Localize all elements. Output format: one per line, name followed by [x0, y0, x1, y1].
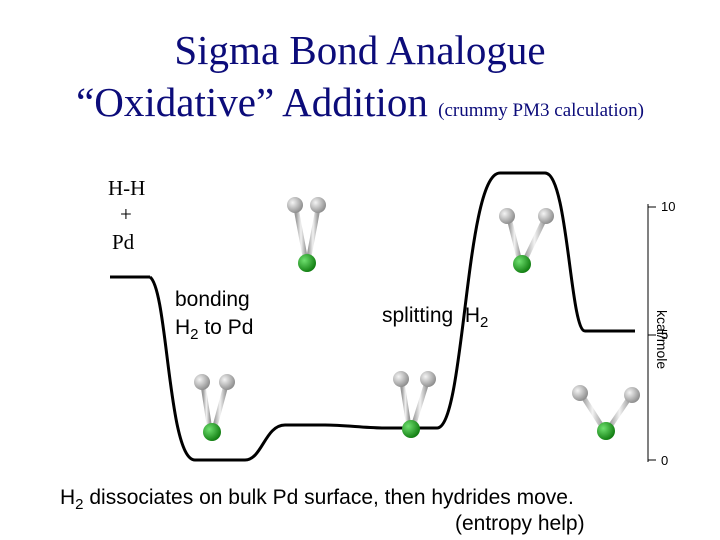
- molecule-bound-complex: [194, 374, 235, 441]
- label-splitting-h2: splitting H2: [382, 304, 488, 331]
- hydrogen-atom: [393, 371, 409, 387]
- hydrogen-atom: [194, 374, 210, 390]
- hydrogen-atom: [538, 208, 554, 224]
- palladium-atom: [513, 255, 531, 273]
- hydrogen-atom: [572, 385, 588, 401]
- reaction-path: [148, 171, 635, 462]
- label-h: H: [175, 316, 191, 339]
- footer-h: H: [60, 486, 76, 509]
- molecule-intermediate: [393, 371, 436, 438]
- reactant-hh: H-H: [108, 176, 146, 200]
- tick-label-10: 10: [661, 199, 676, 214]
- title-note: (crummy PM3 calculation): [438, 100, 644, 121]
- molecule-product: [572, 385, 640, 440]
- footer-text: dissociates on bulk Pd surface, then hyd…: [83, 486, 574, 509]
- tick-label-5: 5: [661, 327, 669, 342]
- molecule-transition-state: [499, 208, 554, 273]
- footer-subscript: 2: [75, 496, 84, 514]
- hydrogen-atom: [287, 197, 303, 213]
- axis-unit-label: kcal/mole: [654, 310, 670, 370]
- label-splitting: splitting H: [382, 304, 481, 327]
- palladium-atom: [597, 422, 615, 440]
- reactant-pd: Pd: [112, 230, 135, 254]
- hydrogen-atom: [420, 371, 436, 387]
- hydrogen-atom: [499, 208, 515, 224]
- title-line-2: “Oxidative” Addition (crummy PM3 calcula…: [0, 78, 720, 126]
- reactant-plus: +: [120, 202, 132, 226]
- label-subscript: 2: [190, 326, 199, 344]
- label-subscript: 2: [480, 314, 489, 332]
- label-to-pd: to Pd: [198, 316, 254, 339]
- hydrogen-atom: [310, 197, 326, 213]
- tick-label-0: 0: [661, 453, 669, 468]
- title-line-1: Sigma Bond Analogue: [174, 27, 546, 73]
- palladium-atom: [402, 420, 420, 438]
- title-main: “Oxidative” Addition: [76, 79, 428, 125]
- hydrogen-atom: [624, 387, 640, 403]
- palladium-atom: [203, 423, 221, 441]
- hydrogen-atom: [219, 374, 235, 390]
- palladium-atom: [298, 254, 316, 272]
- footer-line-2: (entropy help): [455, 512, 585, 535]
- molecule-h2-pd-approach: [287, 197, 326, 272]
- label-bonding: bonding: [175, 288, 250, 311]
- label-bonding-h2-to-pd: H2 to Pd: [175, 316, 253, 343]
- footer-line-1: H2 dissociates on bulk Pd surface, then …: [60, 486, 574, 513]
